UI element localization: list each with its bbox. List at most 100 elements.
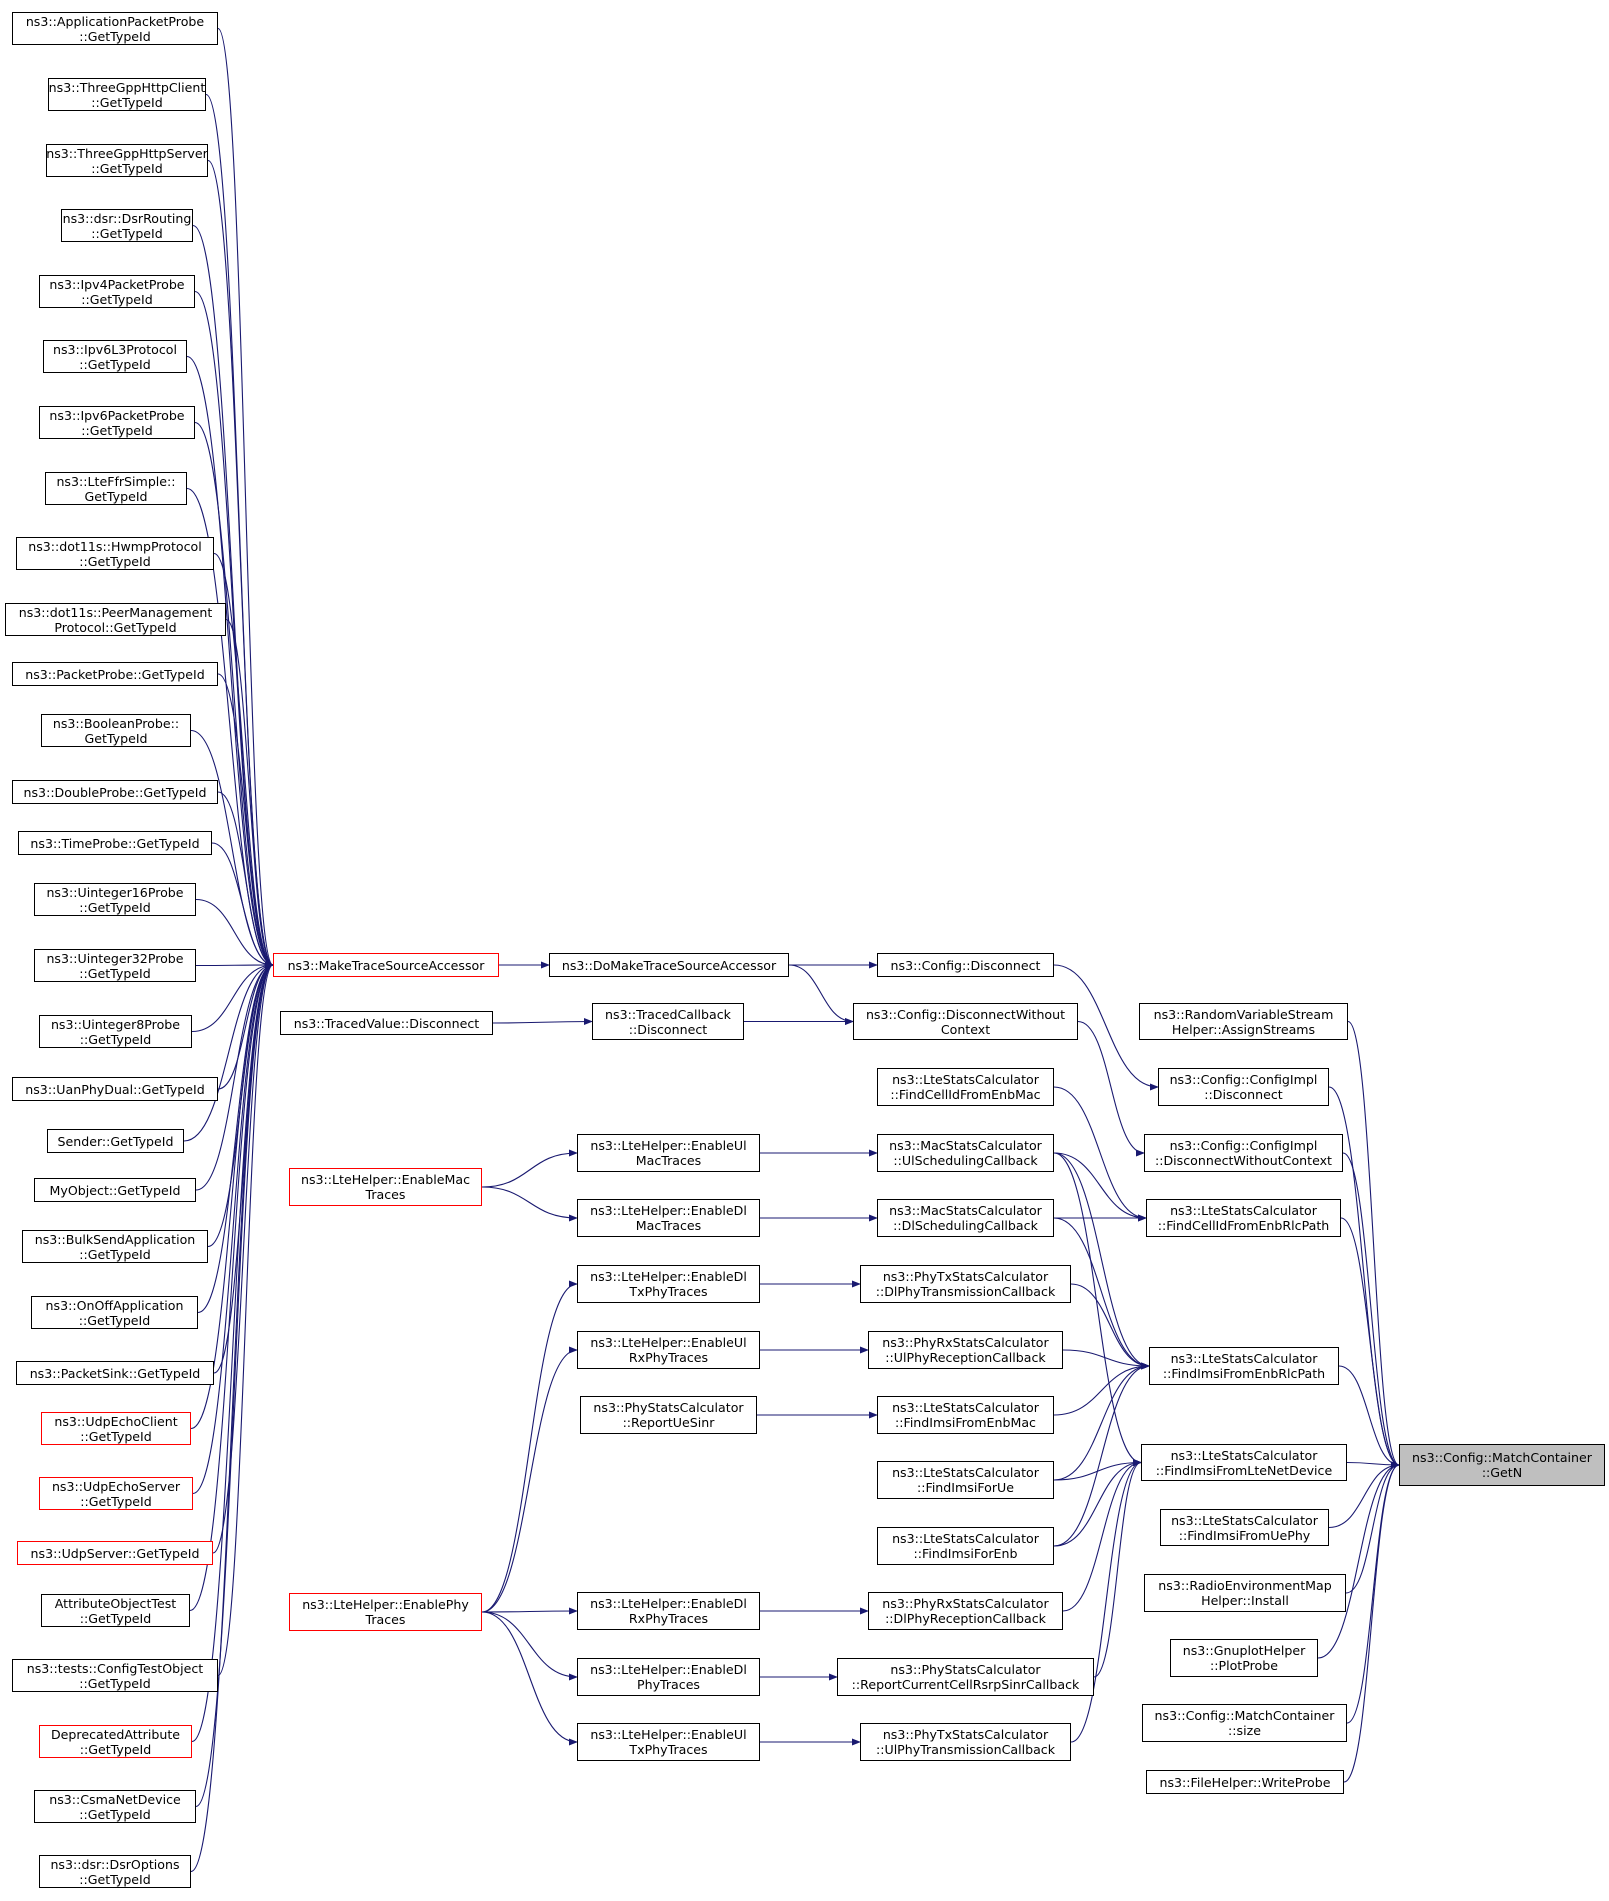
node-label-line: ns3::DoubleProbe::GetTypeId — [23, 784, 207, 800]
node-label-line: ::FindImsiForEnb — [913, 1546, 1018, 1561]
node-findimsiphy[interactable]: ns3::LteStatsCalculator::FindImsiFromUeP… — [1160, 1509, 1329, 1546]
edge-ipv6_probe-to-mtsa — [194, 421, 274, 969]
node-dlphyrx[interactable]: ns3::PhyRxStatsCalculator::DlPhyReceptio… — [868, 1592, 1063, 1630]
edge-deprec-to-mtsa — [191, 961, 274, 1743]
edge-uan-to-mtsa — [217, 961, 274, 1090]
node-filehelper[interactable]: ns3::FileHelper::WriteProbe — [1146, 1770, 1344, 1794]
node-attrtest[interactable]: AttributeObjectTest::GetTypeId — [41, 1594, 190, 1627]
node-udpserver[interactable]: ns3::UdpEchoServer::GetTypeId — [39, 1477, 193, 1510]
node-dlsched[interactable]: ns3::MacStatsCalculator::DlSchedulingCal… — [877, 1199, 1054, 1237]
edge-findimsiue-to-findimsirlc — [1053, 1362, 1150, 1481]
node-onoff[interactable]: ns3::OnOffApplication::GetTypeId — [31, 1296, 198, 1329]
node-findimsimac[interactable]: ns3::LteStatsCalculator::FindImsiFromEnb… — [877, 1396, 1054, 1434]
node-myobj[interactable]: MyObject::GetTypeId — [34, 1178, 196, 1202]
node-tg-server[interactable]: ns3::ThreeGppHttpServer::GetTypeId — [46, 144, 208, 177]
node-ipv6l3[interactable]: ns3::Ipv6L3Protocol::GetTypeId — [43, 340, 187, 373]
node-findcellmac[interactable]: ns3::LteStatsCalculator::FindCellIdFromE… — [877, 1068, 1054, 1106]
node-tcdisc[interactable]: ns3::TracedCallback::Disconnect — [592, 1003, 744, 1040]
node-cfgdisc[interactable]: ns3::Config::Disconnect — [877, 953, 1054, 977]
edge-findcellmac-to-findcellrlc — [1053, 1086, 1147, 1222]
node-pkt-probe[interactable]: ns3::PacketProbe::GetTypeId — [12, 662, 218, 686]
node-cfgimpldiscwc[interactable]: ns3::Config::ConfigImpl::DisconnectWitho… — [1144, 1134, 1343, 1172]
edge-dlphytx-to-findimsirlc — [1070, 1283, 1150, 1370]
node-label-line: ::size — [1228, 1723, 1261, 1738]
node-ulsched[interactable]: ns3::MacStatsCalculator::UlSchedulingCal… — [877, 1134, 1054, 1172]
node-findimsirlc[interactable]: ns3::LteStatsCalculator::FindImsiFromEnb… — [1149, 1347, 1339, 1385]
node-uan[interactable]: ns3::UanPhyDual::GetTypeId — [12, 1077, 218, 1101]
node-double-probe[interactable]: ns3::DoubleProbe::GetTypeId — [12, 780, 218, 804]
node-label-line: ::GetTypeId — [79, 1246, 151, 1262]
node-findimsienb[interactable]: ns3::LteStatsCalculator::FindImsiForEnb — [877, 1527, 1054, 1565]
node-label-line: ns3::TimeProbe::GetTypeId — [30, 835, 200, 851]
node-dsr-routing[interactable]: ns3::dsr::DsrRouting::GetTypeId — [61, 209, 193, 242]
node-ulphytx[interactable]: ns3::PhyTxStatsCalculator::UlPhyTransmis… — [860, 1723, 1071, 1761]
node-mcsize[interactable]: ns3::Config::MatchContainer::size — [1142, 1704, 1347, 1742]
node-tvdisc[interactable]: ns3::TracedValue::Disconnect — [280, 1011, 493, 1035]
node-findimsiue[interactable]: ns3::LteStatsCalculator::FindImsiForUe — [877, 1461, 1054, 1499]
node-u32[interactable]: ns3::Uinteger32Probe::GetTypeId — [34, 949, 196, 982]
node-label-line: ns3::Config::MatchContainer — [1154, 1708, 1335, 1723]
node-ipv4-probe[interactable]: ns3::Ipv4PacketProbe::GetTypeId — [39, 275, 195, 308]
node-cfgimpldisc[interactable]: ns3::Config::ConfigImpl::Disconnect — [1158, 1068, 1329, 1106]
node-csma[interactable]: ns3::CsmaNetDevice::GetTypeId — [34, 1790, 196, 1823]
edge-hwmp-to-mtsa — [213, 552, 274, 969]
node-pktsink[interactable]: ns3::PacketSink::GetTypeId — [16, 1361, 214, 1385]
node-label-line: ::Disconnect — [1204, 1087, 1283, 1102]
node-label-line: ns3::CsmaNetDevice — [49, 1791, 181, 1807]
node-findimsinet[interactable]: ns3::LteStatsCalculator::FindImsiFromLte… — [1141, 1444, 1347, 1481]
node-udpclient[interactable]: ns3::UdpEchoClient::GetTypeId — [41, 1412, 191, 1445]
node-repcellrsrp[interactable]: ns3::PhyStatsCalculator::ReportCurrentCe… — [837, 1658, 1094, 1696]
node-sender[interactable]: Sender::GetTypeId — [47, 1129, 184, 1153]
node-label-line: DeprecatedAttribute — [50, 1726, 181, 1742]
node-domtsa[interactable]: ns3::DoMakeTraceSourceAccessor — [549, 953, 789, 977]
node-gnuplot[interactable]: ns3::GnuplotHelper::PlotProbe — [1170, 1639, 1318, 1677]
node-cfgtest[interactable]: ns3::tests::ConfigTestObject::GetTypeId — [12, 1659, 218, 1692]
node-label-line: Traces — [365, 1187, 406, 1202]
node-label-line: ::FindImsiFromLteNetDevice — [1155, 1462, 1333, 1478]
node-u16[interactable]: ns3::Uinteger16Probe::GetTypeId — [34, 883, 196, 916]
node-dsropt[interactable]: ns3::dsr::DsrOptions::GetTypeId — [39, 1855, 191, 1888]
edge-filehelper-to-root — [1343, 1461, 1400, 1783]
node-label-line: ns3::LteStatsCalculator — [1170, 1447, 1318, 1463]
node-app-pkt[interactable]: ns3::ApplicationPacketProbe::GetTypeId — [12, 12, 218, 45]
node-findcellrlc[interactable]: ns3::LteStatsCalculator::FindCellIdFromE… — [1146, 1199, 1341, 1237]
node-label-line: ns3::UanPhyDual::GetTypeId — [25, 1081, 205, 1097]
node-ulphyrx[interactable]: ns3::PhyRxStatsCalculator::UlPhyReceptio… — [868, 1331, 1063, 1369]
node-bool-probe[interactable]: ns3::BooleanProbe::GetTypeId — [41, 714, 191, 747]
edge-ulsched-to-findimsinet — [1053, 1152, 1142, 1467]
node-mtsa[interactable]: ns3::MakeTraceSourceAccessor — [273, 953, 499, 977]
node-label-line: ::GetTypeId — [79, 1675, 151, 1691]
node-time-probe[interactable]: ns3::TimeProbe::GetTypeId — [18, 831, 212, 855]
node-dlphytx[interactable]: ns3::PhyTxStatsCalculator::DlPhyTransmis… — [860, 1265, 1071, 1303]
node-u8[interactable]: ns3::Uinteger8Probe::GetTypeId — [39, 1015, 192, 1048]
node-bulk[interactable]: ns3::BulkSendApplication::GetTypeId — [22, 1230, 208, 1263]
node-repuesinr[interactable]: ns3::PhyStatsCalculator::ReportUeSinr — [580, 1396, 757, 1434]
node-lteffr[interactable]: ns3::LteFfrSimple::GetTypeId — [45, 472, 187, 505]
edge-dlsched-to-findimsirlc — [1053, 1217, 1150, 1370]
node-deprec[interactable]: DeprecatedAttribute::GetTypeId — [39, 1725, 192, 1758]
node-udpsrv[interactable]: ns3::UdpServer::GetTypeId — [17, 1541, 213, 1565]
node-label-line: ::GetTypeId — [81, 291, 153, 307]
edge-cfgtest-to-mtsa — [217, 961, 274, 1677]
node-hwmp[interactable]: ns3::dot11s::HwmpProtocol::GetTypeId — [16, 537, 214, 570]
node-label-line: ::DisconnectWithoutContext — [1154, 1153, 1332, 1168]
node-ipv6-probe[interactable]: ns3::Ipv6PacketProbe::GetTypeId — [39, 406, 195, 439]
node-tg-client[interactable]: ns3::ThreeGppHttpClient::GetTypeId — [48, 78, 206, 111]
node-label-line: ::UlPhyReceptionCallback — [885, 1350, 1046, 1365]
node-label-line: ns3::UdpEchoClient — [54, 1413, 178, 1429]
node-label-line: ns3::LteHelper::EnableDl — [590, 1269, 747, 1284]
